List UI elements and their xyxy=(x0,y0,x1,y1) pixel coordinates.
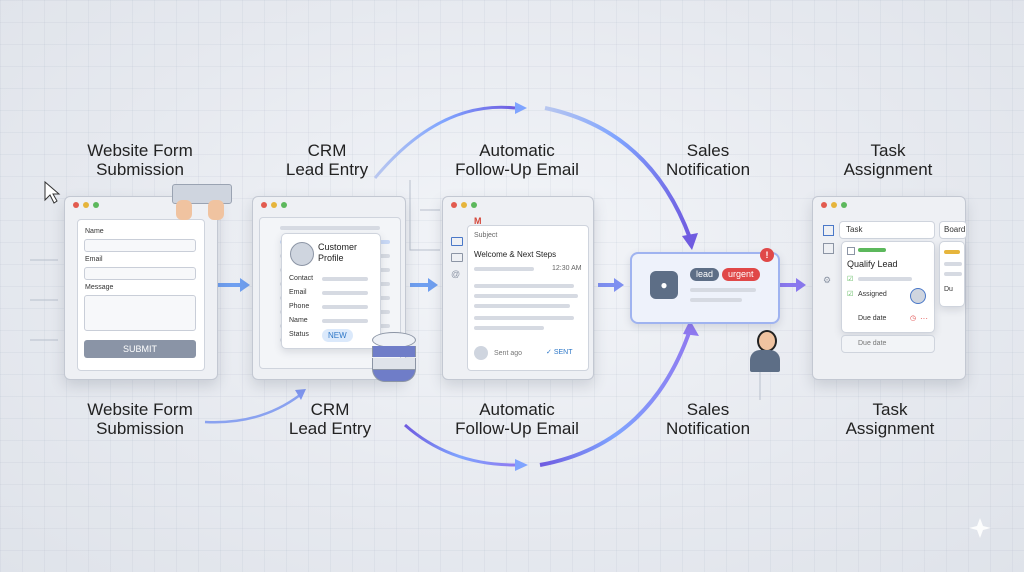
email-compose: M Subject Welcome & Next Steps 12:30 AM … xyxy=(467,216,589,371)
bottom-arc-mid xyxy=(404,423,516,467)
hands-icon xyxy=(176,196,226,222)
board-column: Du xyxy=(939,241,965,307)
check-icon: ☑ xyxy=(847,291,854,298)
bottom-arc-left-head xyxy=(295,389,306,400)
calendar-icon xyxy=(823,225,834,236)
subject-label: Subject xyxy=(474,232,498,239)
email-label: Email xyxy=(85,256,103,263)
assigned-label: Assigned xyxy=(858,291,887,298)
name-label: Name xyxy=(85,228,104,235)
sparkle-icon xyxy=(969,518,991,538)
field-name: Name xyxy=(289,317,308,324)
flow-arrows xyxy=(218,278,806,292)
email-field[interactable] xyxy=(84,267,196,280)
form-window: Name Email Message SUBMIT xyxy=(64,196,218,380)
sender-avatar xyxy=(474,346,488,360)
email-time: 12:30 AM xyxy=(552,265,582,272)
sent-status: ✓ SENT xyxy=(546,349,573,356)
field-status: Status xyxy=(289,331,309,338)
settings-icon: ⚙ xyxy=(823,275,832,285)
board-tab[interactable]: Board xyxy=(939,221,967,239)
top-arc-left-head xyxy=(515,102,527,114)
keyboard-icon xyxy=(172,184,232,204)
check-icon: ☑ xyxy=(847,276,854,283)
sales-notification: ● lead urgent ! xyxy=(630,248,780,324)
top-arc-right xyxy=(544,106,692,239)
more-icon[interactable]: ··· xyxy=(920,314,928,323)
task-title: Qualify Lead xyxy=(847,259,898,269)
checkbox-icon[interactable] xyxy=(847,247,855,255)
window-controls xyxy=(65,197,217,213)
message-field[interactable] xyxy=(84,295,196,331)
agent-icon xyxy=(748,330,782,374)
bottom-arc-right-head xyxy=(683,320,699,336)
tag-lead: lead xyxy=(690,268,720,281)
window-controls xyxy=(813,197,965,213)
task-window: ⚙ Task Board Qualify Lead ☑ ☑ Assigned D… xyxy=(812,196,967,380)
database-icon xyxy=(372,332,416,382)
send-icon xyxy=(451,253,463,262)
sent-ago: Sent ago xyxy=(494,350,523,357)
status-badge: NEW xyxy=(322,329,353,342)
window-controls xyxy=(253,197,405,213)
web-form: Name Email Message SUBMIT xyxy=(77,219,205,371)
assignee-avatar xyxy=(910,288,926,304)
submit-button[interactable]: SUBMIT xyxy=(84,340,196,358)
bottom-arc-mid-head xyxy=(515,459,528,471)
bottom-arc-right xyxy=(539,329,692,467)
task-row-2: Due date xyxy=(841,335,935,353)
alert-badge: ! xyxy=(760,248,774,262)
field-email: Email xyxy=(289,289,307,296)
email-window: @ M Subject Welcome & Next Steps 12:30 A… xyxy=(442,196,594,380)
task-tab[interactable]: Task xyxy=(839,221,935,239)
top-arc-left xyxy=(373,105,516,179)
top-arc-right-head xyxy=(682,233,698,250)
mouse-cursor-icon xyxy=(44,180,61,204)
window-controls xyxy=(443,197,593,213)
at-icon: @ xyxy=(451,269,461,279)
field-phone: Phone xyxy=(289,303,310,310)
mail-icon xyxy=(451,237,463,246)
subject-text: Welcome & Next Steps xyxy=(474,250,557,259)
field-contact: Contact xyxy=(289,275,314,282)
bottom-arc-left xyxy=(204,393,301,424)
tag-urgent: urgent xyxy=(722,268,760,281)
list-icon xyxy=(823,243,834,254)
user-icon: ● xyxy=(650,271,678,299)
due-date-label: Due date xyxy=(858,315,887,322)
clock-icon: ◷ xyxy=(910,315,917,322)
name-field[interactable] xyxy=(84,239,196,252)
gmail-icon: M xyxy=(474,216,482,226)
message-label: Message xyxy=(85,284,114,291)
avatar xyxy=(290,242,314,266)
task-card: Qualify Lead ☑ ☑ Assigned Due date ◷ ··· xyxy=(841,241,935,333)
